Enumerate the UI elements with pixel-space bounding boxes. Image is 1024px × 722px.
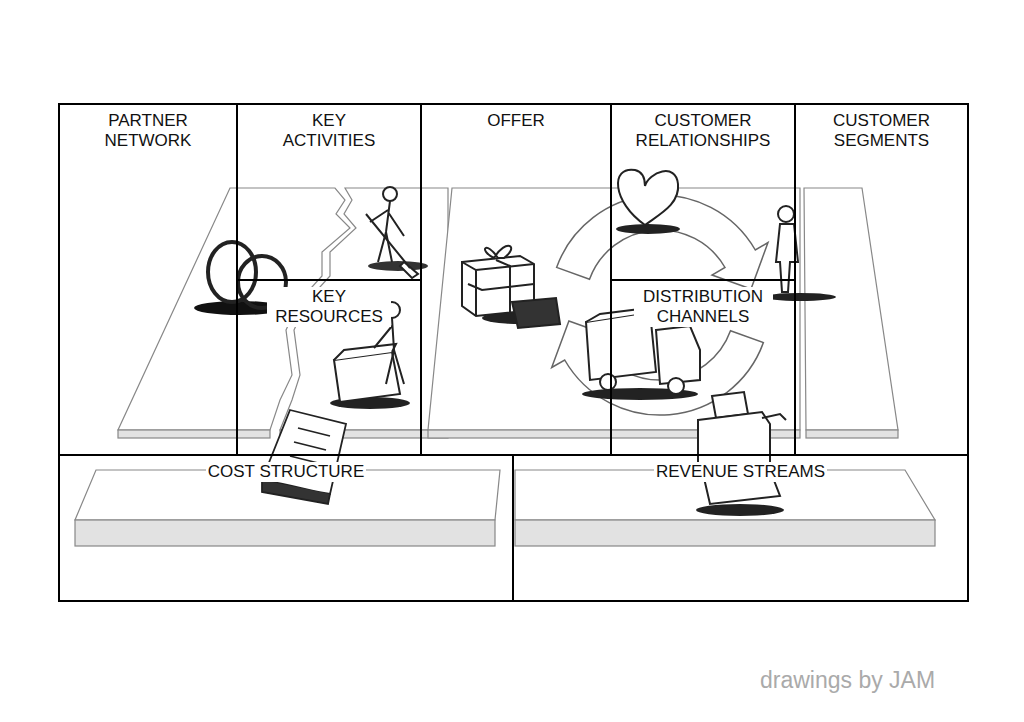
canvas-block: KEY RESOURCES [236,279,422,456]
canvas-block: CUSTOMER RELATIONSHIPS [610,103,796,281]
contract-paper-part [290,428,330,464]
block-heading: CUSTOMER RELATIONSHIPS [626,111,780,151]
gift-icon-part [512,298,560,328]
block-heading: CUSTOMER SEGMENTS [820,111,944,151]
block-heading: REVENUE STREAMS [654,462,827,482]
canvas-block: REVENUE STREAMS [512,454,969,602]
heart-icon-part [618,170,678,225]
canvas-block: COST STRUCTURE [58,454,514,602]
block-heading: OFFER [485,111,547,131]
block-heading: PARTNER NETWORK [91,111,205,151]
customer-person [764,206,836,301]
block-heading: DISTRIBUTION CHANNELS [634,287,773,327]
block-heading-row: PARTNER NETWORK [60,111,236,151]
canvas-block: KEY ACTIVITIES [236,103,422,281]
platform-slabs-part [515,520,935,546]
contract-paper [262,410,346,504]
canvas-block: CUSTOMER SEGMENTS [794,103,969,456]
gift-icon [462,246,560,328]
gift-icon-part [485,246,511,258]
block-heading-row: CUSTOMER RELATIONSHIPS [612,111,794,151]
platform-slabs-part [804,188,898,430]
digging-person-part [366,214,418,278]
digging-person-part [368,261,428,271]
block-heading-row: KEY RESOURCES [238,287,420,327]
block-heading: KEY ACTIVITIES [272,111,386,151]
heart-icon [616,170,680,234]
block-heading: COST STRUCTURE [206,462,366,482]
person-with-box-part [374,318,404,384]
customer-person-part [778,206,794,222]
platform-slabs-part [806,430,898,438]
digging-person-part [383,187,397,201]
truck-icon-part [656,326,700,384]
digging-person [366,187,428,278]
heart-icon-part [616,224,680,234]
platform-slabs [75,188,935,546]
block-heading: KEY RESOURCES [267,287,391,327]
contract-paper-part [262,480,330,504]
rings-icon-part [208,242,256,302]
customer-person-part [764,293,836,301]
truck-icon-part [668,378,684,394]
platform-slabs-part [118,430,270,438]
block-heading-row: REVENUE STREAMS [514,462,967,482]
block-heading-row: KEY ACTIVITIES [238,111,420,151]
truck-icon-part [600,374,616,390]
person-with-box-part [334,344,396,360]
platform-slabs-part [428,188,800,430]
canvas-block: OFFER [420,103,612,456]
canvas-block: PARTNER NETWORK [58,103,238,456]
block-heading-row: COST STRUCTURE [60,462,512,482]
block-heading-row: DISTRIBUTION CHANNELS [612,287,794,327]
block-heading-row: CUSTOMER SEGMENTS [796,111,967,151]
credit-note: drawings by JAM [760,667,935,694]
block-heading-row: OFFER [422,111,610,131]
canvas-block: DISTRIBUTION CHANNELS [610,279,796,456]
cash-register-part [696,504,784,516]
platform-slabs-part [75,520,495,546]
person-with-box-part [334,352,400,402]
cash-register-part [762,414,786,420]
